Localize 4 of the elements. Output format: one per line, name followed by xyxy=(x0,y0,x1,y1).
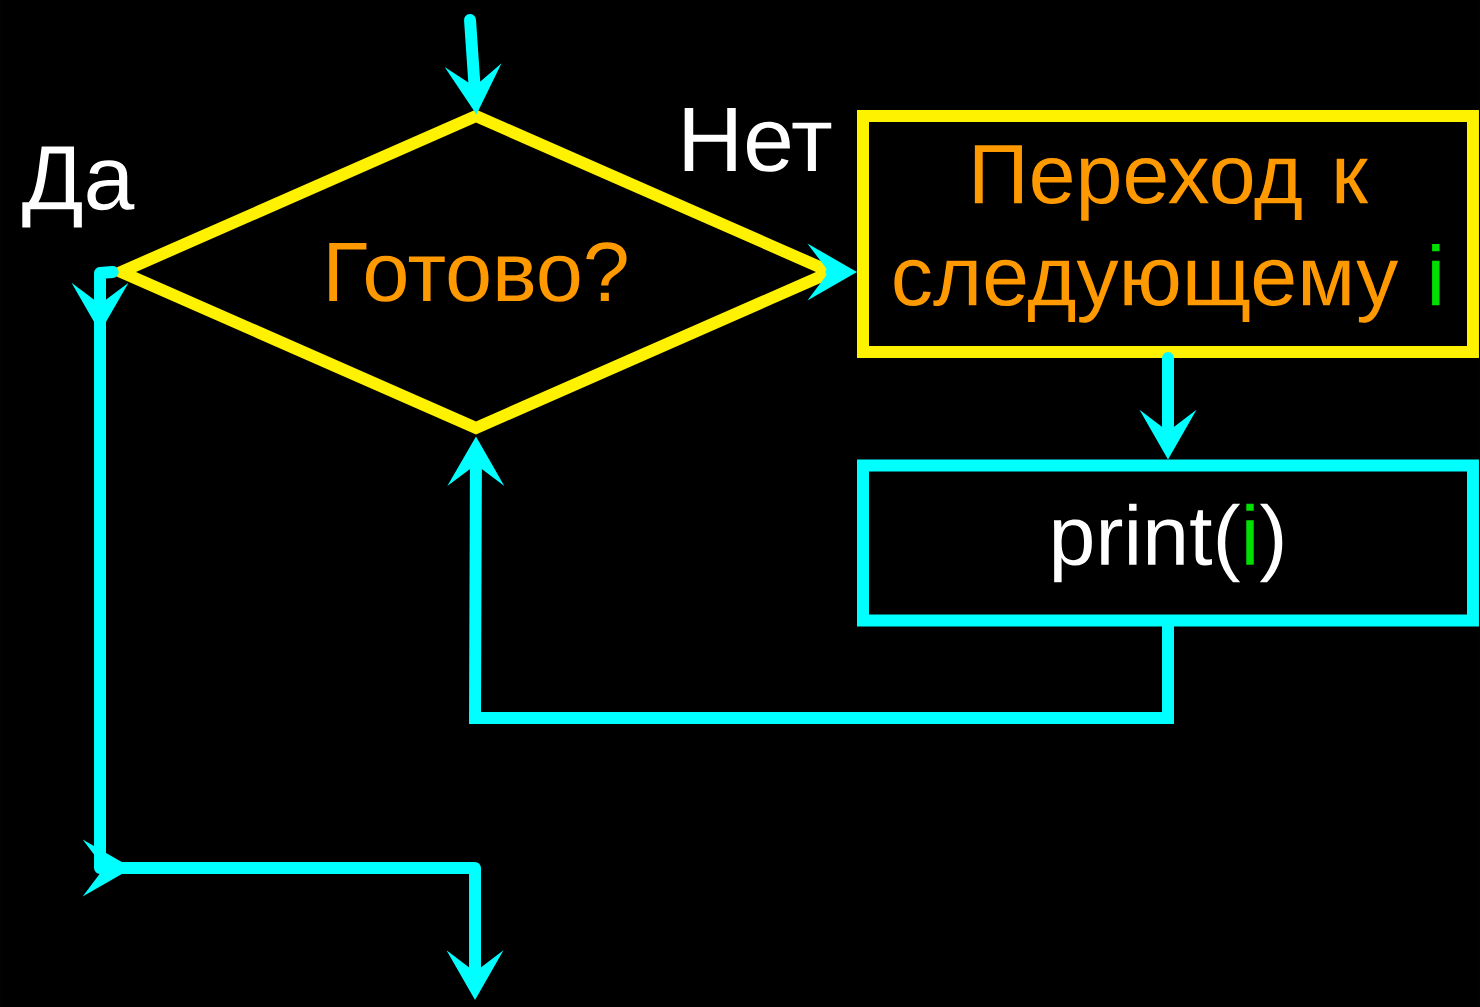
edge-label: Нет xyxy=(673,104,837,176)
edge-label: Да xyxy=(18,142,138,232)
process-box: Переход к следующему i xyxy=(857,110,1479,358)
output-box: print(i) xyxy=(857,459,1479,627)
